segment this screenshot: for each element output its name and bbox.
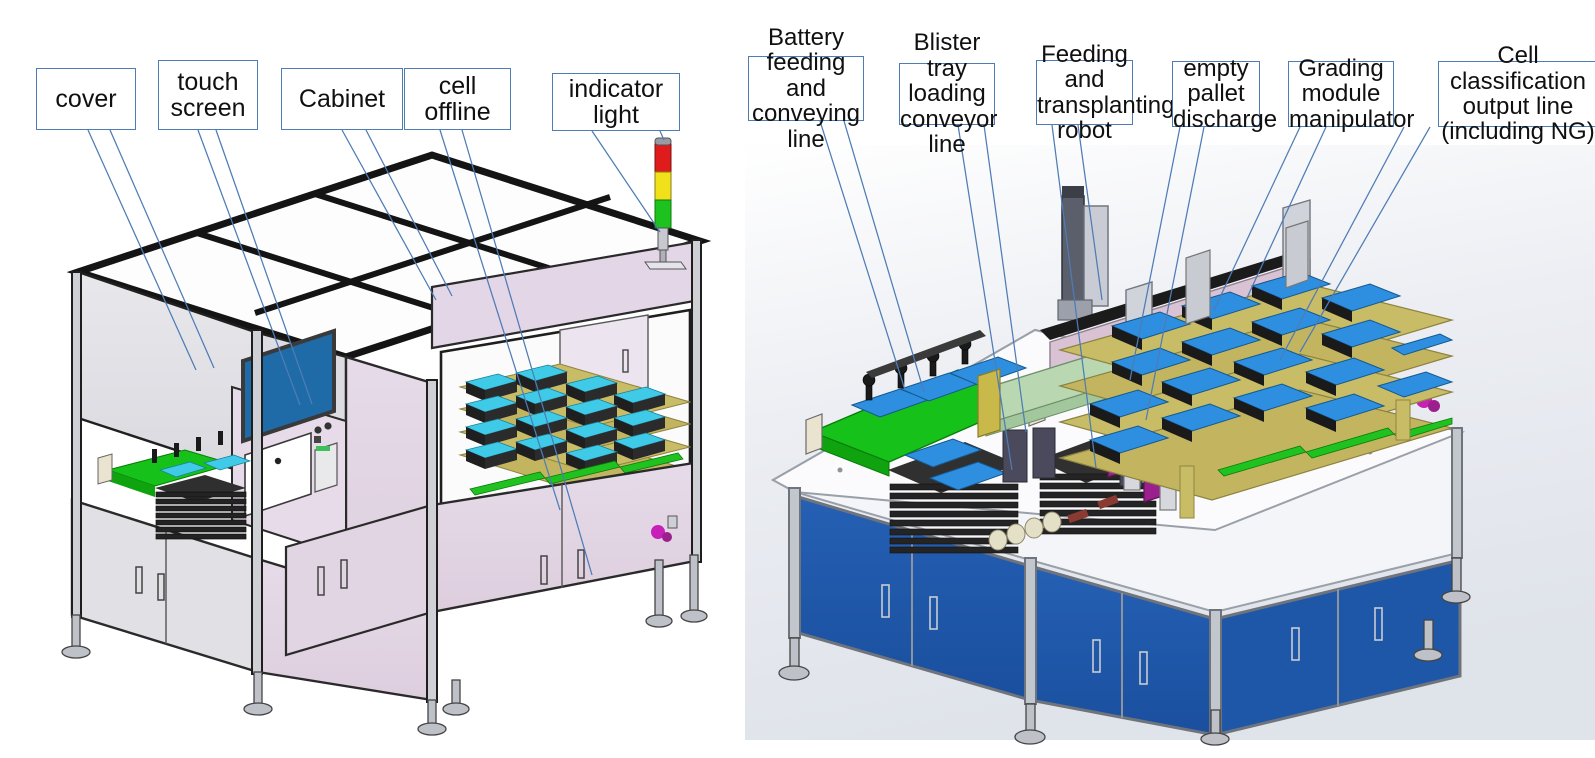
callout-indicator-light-label: indicator light — [568, 74, 664, 129]
callout-grading-module-label: Grading module manipulator — [1289, 54, 1415, 133]
callout-blister-tray-label: Blister tray loading conveyor line — [900, 29, 998, 159]
callout-feeding-and-transplanting-robot[interactable]: Feeding and transplanting robot — [1036, 41, 1174, 143]
leader-battery-feeding-and-conveying-line — [819, 120, 925, 393]
leader-cell-offline — [439, 129, 593, 576]
leader-grading-module-manipulator — [1213, 126, 1327, 311]
callout-cell-classification-output-line[interactable]: Cell classification output line (includi… — [1438, 43, 1595, 145]
callout-empty-pallet-discharge[interactable]: empty pallet discharge — [1172, 56, 1277, 132]
leader-cabinet — [341, 129, 453, 301]
leader-empty-pallet-discharge — [1129, 126, 1205, 421]
machine-base-cabinets — [70, 460, 702, 702]
callout-cabinet-label: Cabinet — [298, 84, 386, 113]
table-mechanisms — [988, 494, 1119, 551]
callout-cell-classification-label: Cell classification output line (includi… — [1441, 42, 1595, 146]
callout-empty-pallet-label: empty pallet discharge — [1173, 54, 1278, 133]
callout-indicator-light[interactable]: indicator light — [552, 73, 680, 131]
callout-cover-label: cover — [55, 84, 117, 113]
leader-blister-tray-loading-conveyor-line — [957, 124, 1027, 471]
machine-frame-posts — [71, 239, 702, 703]
leader-cell-classification-output-line — [1279, 126, 1431, 361]
right-leveling-feet — [778, 557, 1471, 746]
leader-indicator-light — [591, 130, 665, 233]
callout-cover[interactable]: cover — [36, 68, 136, 130]
callout-battery-feeding-and-conveying-line[interactable]: Battery feeding and conveying line — [748, 25, 864, 152]
leader-cover — [87, 129, 215, 371]
touch-screen-display — [241, 328, 336, 444]
interior-conveyor-left — [97, 431, 252, 540]
indicator-light-tower — [644, 137, 687, 270]
leveling-feet-left — [61, 554, 708, 736]
callout-cabinet[interactable]: Cabinet — [281, 68, 403, 130]
callout-cell-offline[interactable]: cell offline — [404, 68, 511, 130]
valve-fitting-left — [651, 515, 678, 542]
callout-blister-tray-loading-conveyor-line[interactable]: Blister tray loading conveyor line — [899, 30, 997, 157]
callout-transplanting-robot-label: Feeding and transplanting robot — [1037, 40, 1175, 144]
callout-cell-offline-label: cell offline — [424, 71, 491, 126]
callout-battery-feeding-label: Battery feeding and conveying line — [751, 23, 861, 153]
callout-touch-screen-label: touch screen — [170, 67, 246, 122]
leader-feeding-and-transplanting-robot — [1051, 124, 1103, 469]
leader-touch-screen — [197, 129, 313, 406]
callout-touch-screen[interactable]: touch screen — [158, 60, 258, 130]
callout-grading-module-manipulator[interactable]: Grading module manipulator — [1288, 56, 1414, 132]
